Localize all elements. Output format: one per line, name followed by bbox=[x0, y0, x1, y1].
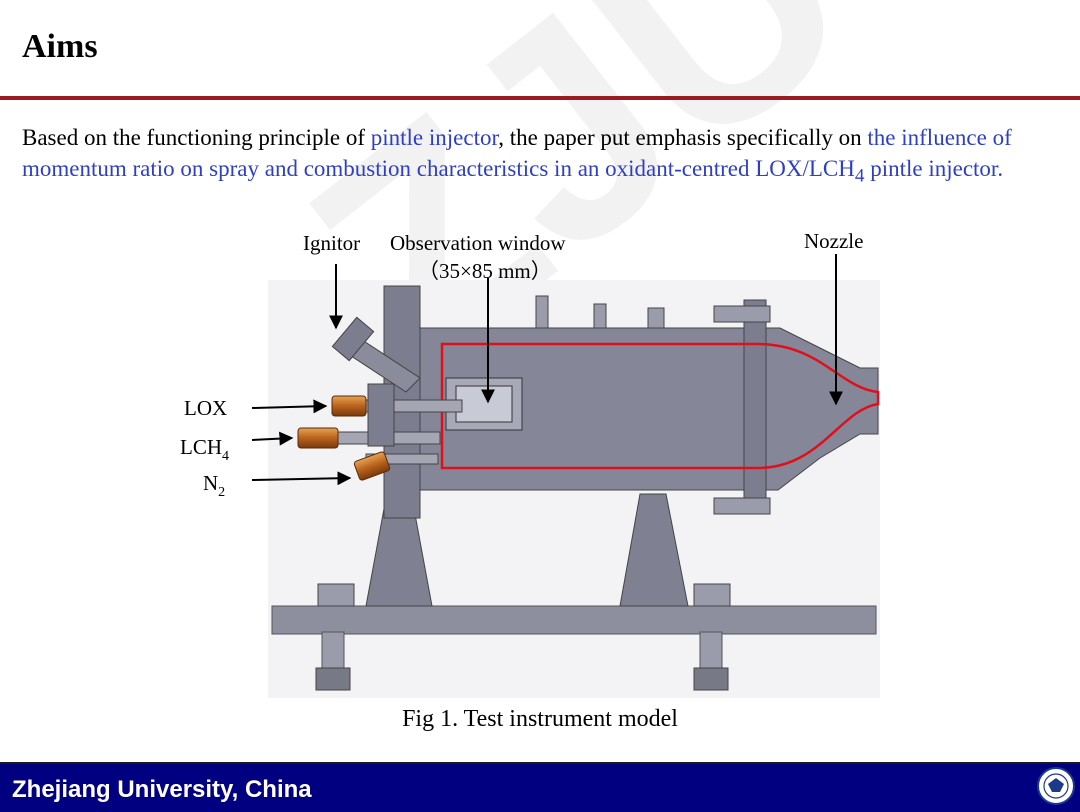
intro-highlight-end: pintle injector. bbox=[864, 156, 1004, 181]
title-divider bbox=[0, 96, 1080, 100]
injector-manifold bbox=[367, 383, 395, 447]
n2-fitting bbox=[353, 451, 391, 481]
lox-arrow bbox=[251, 399, 328, 414]
window-label: Observation window bbox=[390, 231, 566, 255]
intro-paragraph: Based on the functioning principle of pi… bbox=[22, 122, 1062, 192]
base-plate bbox=[271, 605, 877, 635]
intro-text-1: Based on the functioning principle of bbox=[22, 125, 371, 150]
intro-highlight-influence: the influence of momentum ratio on spray… bbox=[22, 125, 1012, 181]
test-instrument-diagram: Ignitor Observation window （35×85 mm） No… bbox=[180, 229, 880, 698]
lch4-arrow bbox=[251, 431, 294, 446]
chamber-outline bbox=[440, 342, 880, 470]
lox-fitting bbox=[331, 395, 367, 417]
lch4-fitting bbox=[297, 427, 339, 449]
figure-caption: Fig 1. Test instrument model bbox=[402, 706, 678, 732]
rear-flange bbox=[743, 299, 767, 503]
lox-label: LOX bbox=[184, 396, 227, 420]
intro-text-2: , the paper put emphasis specifically on bbox=[498, 125, 868, 150]
figure: Ignitor Observation window （35×85 mm） No… bbox=[0, 228, 1080, 708]
intro-highlight-pintle: pintle injector bbox=[370, 125, 499, 150]
n2-arrow bbox=[251, 471, 352, 486]
window-size-label: （35×85 mm） bbox=[418, 259, 552, 283]
stand-right bbox=[619, 493, 689, 607]
n2-label: N2 bbox=[203, 471, 225, 500]
footer-bar: Zhejiang University, China bbox=[0, 762, 1080, 812]
page-title: Aims bbox=[22, 28, 98, 65]
lch4-label: LCH4 bbox=[180, 435, 229, 464]
ignitor-label: Ignitor bbox=[303, 231, 360, 255]
footer-text: Zhejiang University, China bbox=[12, 776, 312, 803]
university-seal-icon bbox=[1037, 767, 1075, 805]
nozzle-label: Nozzle bbox=[804, 229, 863, 253]
intro-subscript: 4 bbox=[854, 165, 865, 187]
